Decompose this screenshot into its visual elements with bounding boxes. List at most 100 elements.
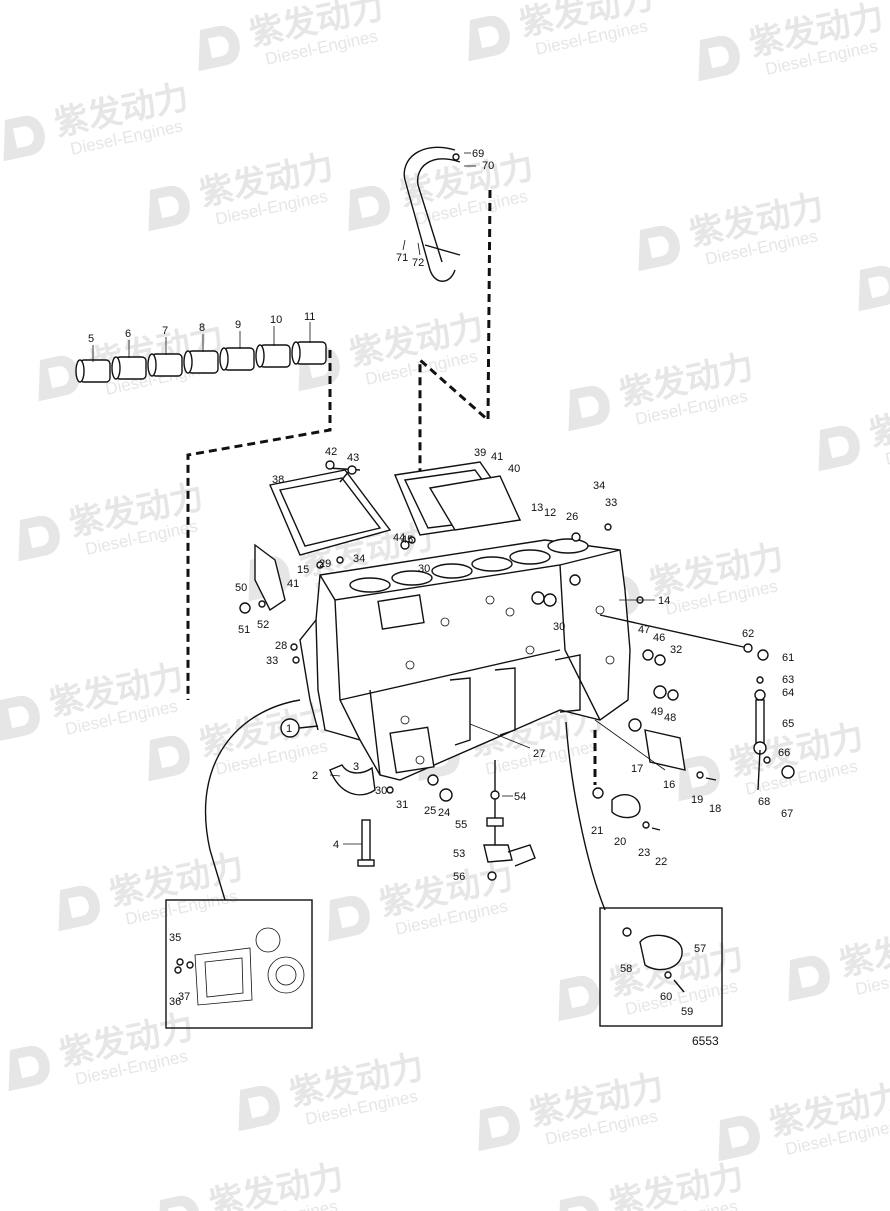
part-label: 6 [125,328,131,340]
watermark-logo-icon [148,736,190,782]
part-label: 37 [178,991,190,1003]
watermark-logo-icon [698,36,740,82]
part-label: 35 [169,932,181,944]
part-label: 50 [235,582,247,594]
part-label: 9 [235,319,241,331]
part-label: 51 [238,624,250,636]
part-label: 72 [412,257,424,269]
part-label: 22 [655,856,667,868]
callout-1 [204,699,606,911]
watermark-logo-icon [568,386,610,432]
part-label: 16 [663,779,675,791]
part-label: 1 [286,723,292,735]
part-label: 7 [162,325,168,337]
part-label: 34 [593,480,605,492]
part-label: 41 [491,451,503,463]
part-label: 5 [88,333,94,345]
part-label: 33 [266,655,278,667]
watermark-logo-icon [198,26,240,72]
part-label: 30 [553,621,565,633]
part-label: 34 [353,553,365,565]
part-label: 20 [614,836,626,848]
sensor-assembly [483,760,536,881]
part-label: 27 [533,748,545,760]
cover-gaskets [254,461,522,612]
part-label: 44 [393,532,405,544]
part-label: 4 [333,839,339,851]
inset-box-right [599,907,723,1027]
drawing-number: 6553 [692,1034,719,1048]
watermark-logo-icon [788,956,830,1002]
watermark-logo-icon [468,16,510,62]
part-label: 65 [782,718,794,730]
part-label: 58 [620,963,632,975]
inset-box-left [165,899,313,1029]
part-label: 46 [653,632,665,644]
part-label: 10 [270,314,282,326]
part-label: 29 [319,558,331,570]
part-label: 32 [670,644,682,656]
part-label: 49 [651,706,663,718]
watermark-logo-icon [18,516,60,562]
part-label: 41 [287,578,299,590]
watermark-logo-icon [718,1116,760,1162]
part-label: 33 [605,497,617,509]
part-label: 53 [453,848,465,860]
part-label: 26 [566,511,578,523]
part-label: 56 [453,871,465,883]
watermark-logo-icon [3,116,45,162]
watermark-logo-icon [328,896,370,942]
watermark-logo-icon [148,186,190,232]
part-label: 40 [508,463,520,475]
part-label: 43 [347,452,359,464]
part-label: 71 [396,252,408,264]
part-label: 13 [531,502,543,514]
watermark-logo-icon [0,696,40,742]
part-label: 18 [709,803,721,815]
right-fittings [239,460,795,831]
part-label: 39 [474,447,486,459]
part-label: 54 [514,791,526,803]
watermark-logo-icon [158,1196,200,1211]
watermark-logo-icon [678,756,720,802]
part-label: 59 [681,1006,693,1018]
watermark-logo-icon [638,226,680,272]
part-label: 66 [778,747,790,759]
part-label: 30 [418,563,430,575]
part-label: 15 [297,564,309,576]
part-label: 47 [638,624,650,636]
part-label: 60 [660,991,672,1003]
watermark-logo-icon [238,1086,280,1132]
watermark-logo-icon [478,1106,520,1152]
part-label: 31 [396,799,408,811]
engine-block [299,538,631,781]
part-label: 52 [257,619,269,631]
part-label: 48 [664,712,676,724]
part-label: 64 [782,687,794,699]
part-label: 36 [169,996,181,1008]
part-label: 17 [631,763,643,775]
bearing-cap [329,764,376,867]
part-label: 2 [312,770,318,782]
part-label: 38 [272,474,284,486]
part-label: 62 [742,628,754,640]
watermark-logo-icon [8,1046,50,1092]
part-label: 19 [691,794,703,806]
part-label: 14 [658,595,670,607]
watermark-logo-icon [818,426,860,472]
